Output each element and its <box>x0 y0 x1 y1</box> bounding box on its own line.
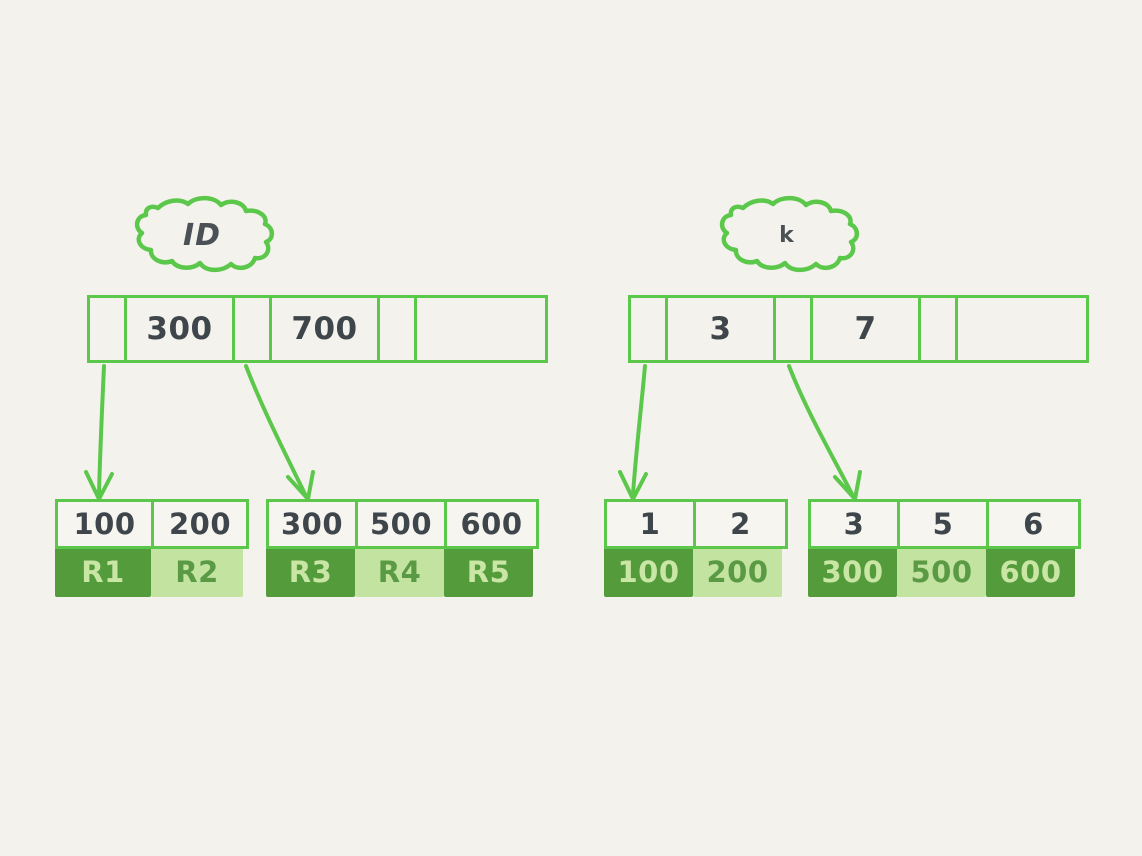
root-pointer-cell-0[interactable] <box>631 298 668 360</box>
leaf-key-cell: 5 <box>900 502 989 546</box>
cloud-label-k-text: k <box>779 222 795 248</box>
leaf-node-k-3-5-6: 3 5 6 300 500 600 <box>808 499 1081 597</box>
leaf-record-cell: 300 <box>808 547 897 597</box>
leaf-record-cell: R2 <box>151 547 243 597</box>
leaf-key-cell: 2 <box>730 507 751 541</box>
leaf-record-cell: R3 <box>266 547 355 597</box>
arrow-right-root-to-leaf2 <box>787 364 862 501</box>
root-empty-cell <box>417 298 545 360</box>
leaf-key-cell: 600 <box>460 507 523 541</box>
leaf-key-cell: 200 <box>168 507 232 541</box>
leaf-key-row: 1 2 <box>604 499 788 549</box>
cloud-label-id: ID <box>122 192 282 278</box>
root-pointer-cell-1[interactable] <box>235 298 272 360</box>
leaf-record-row: 300 500 600 <box>808 547 1081 597</box>
leaf-record-row: R1 R2 <box>55 547 249 597</box>
leaf-key-cell: 6 <box>1023 507 1044 541</box>
root-key-cell-3: 3 <box>668 298 776 360</box>
cloud-outline-icon <box>719 195 860 273</box>
root-pointer-cell-2[interactable] <box>380 298 417 360</box>
leaf-record-cell: 600 <box>986 547 1075 597</box>
arrow-left-root-to-leaf2 <box>244 364 315 501</box>
arrow-right-root-to-leaf1 <box>618 364 648 501</box>
leaf-record-cell: R5 <box>444 547 533 597</box>
cloud-label-id-text: ID <box>182 217 222 253</box>
cloud-label-k: k <box>707 192 867 278</box>
leaf-record-cell: 500 <box>897 547 986 597</box>
root-key-cell-300: 300 <box>127 298 235 360</box>
leaf-record-cell: R4 <box>355 547 444 597</box>
leaf-key-row: 100 200 <box>55 499 249 549</box>
leaf-key-row: 300 500 600 <box>266 499 539 549</box>
root-pointer-cell-1[interactable] <box>776 298 813 360</box>
leaf-key-row: 3 5 6 <box>808 499 1081 549</box>
leaf-record-cell: 100 <box>604 547 693 597</box>
leaf-record-row: R3 R4 R5 <box>266 547 539 597</box>
leaf-record-cell: 200 <box>693 547 782 597</box>
root-empty-cell <box>958 298 1086 360</box>
cloud-outline-icon <box>134 195 275 273</box>
root-pointer-cell-0[interactable] <box>90 298 127 360</box>
root-key-cell-7: 7 <box>813 298 921 360</box>
leaf-key-cell: 500 <box>358 502 447 546</box>
leaf-key-cell: 3 <box>811 502 900 546</box>
leaf-node-k-1-2: 1 2 100 200 <box>604 499 788 597</box>
leaf-record-cell: R1 <box>55 547 151 597</box>
root-pointer-cell-2[interactable] <box>921 298 958 360</box>
root-node-id-index: 300 700 <box>87 295 548 363</box>
leaf-record-row: 100 200 <box>604 547 788 597</box>
root-node-k-index: 3 7 <box>628 295 1089 363</box>
leaf-key-cell: 100 <box>58 502 154 546</box>
leaf-node-id-300-500-600: 300 500 600 R3 R4 R5 <box>266 499 539 597</box>
arrow-left-root-to-leaf1 <box>84 364 114 501</box>
leaf-node-id-100-200: 100 200 R1 R2 <box>55 499 249 597</box>
leaf-key-cell: 1 <box>607 502 696 546</box>
root-key-cell-700: 700 <box>272 298 380 360</box>
leaf-key-cell: 300 <box>269 502 358 546</box>
